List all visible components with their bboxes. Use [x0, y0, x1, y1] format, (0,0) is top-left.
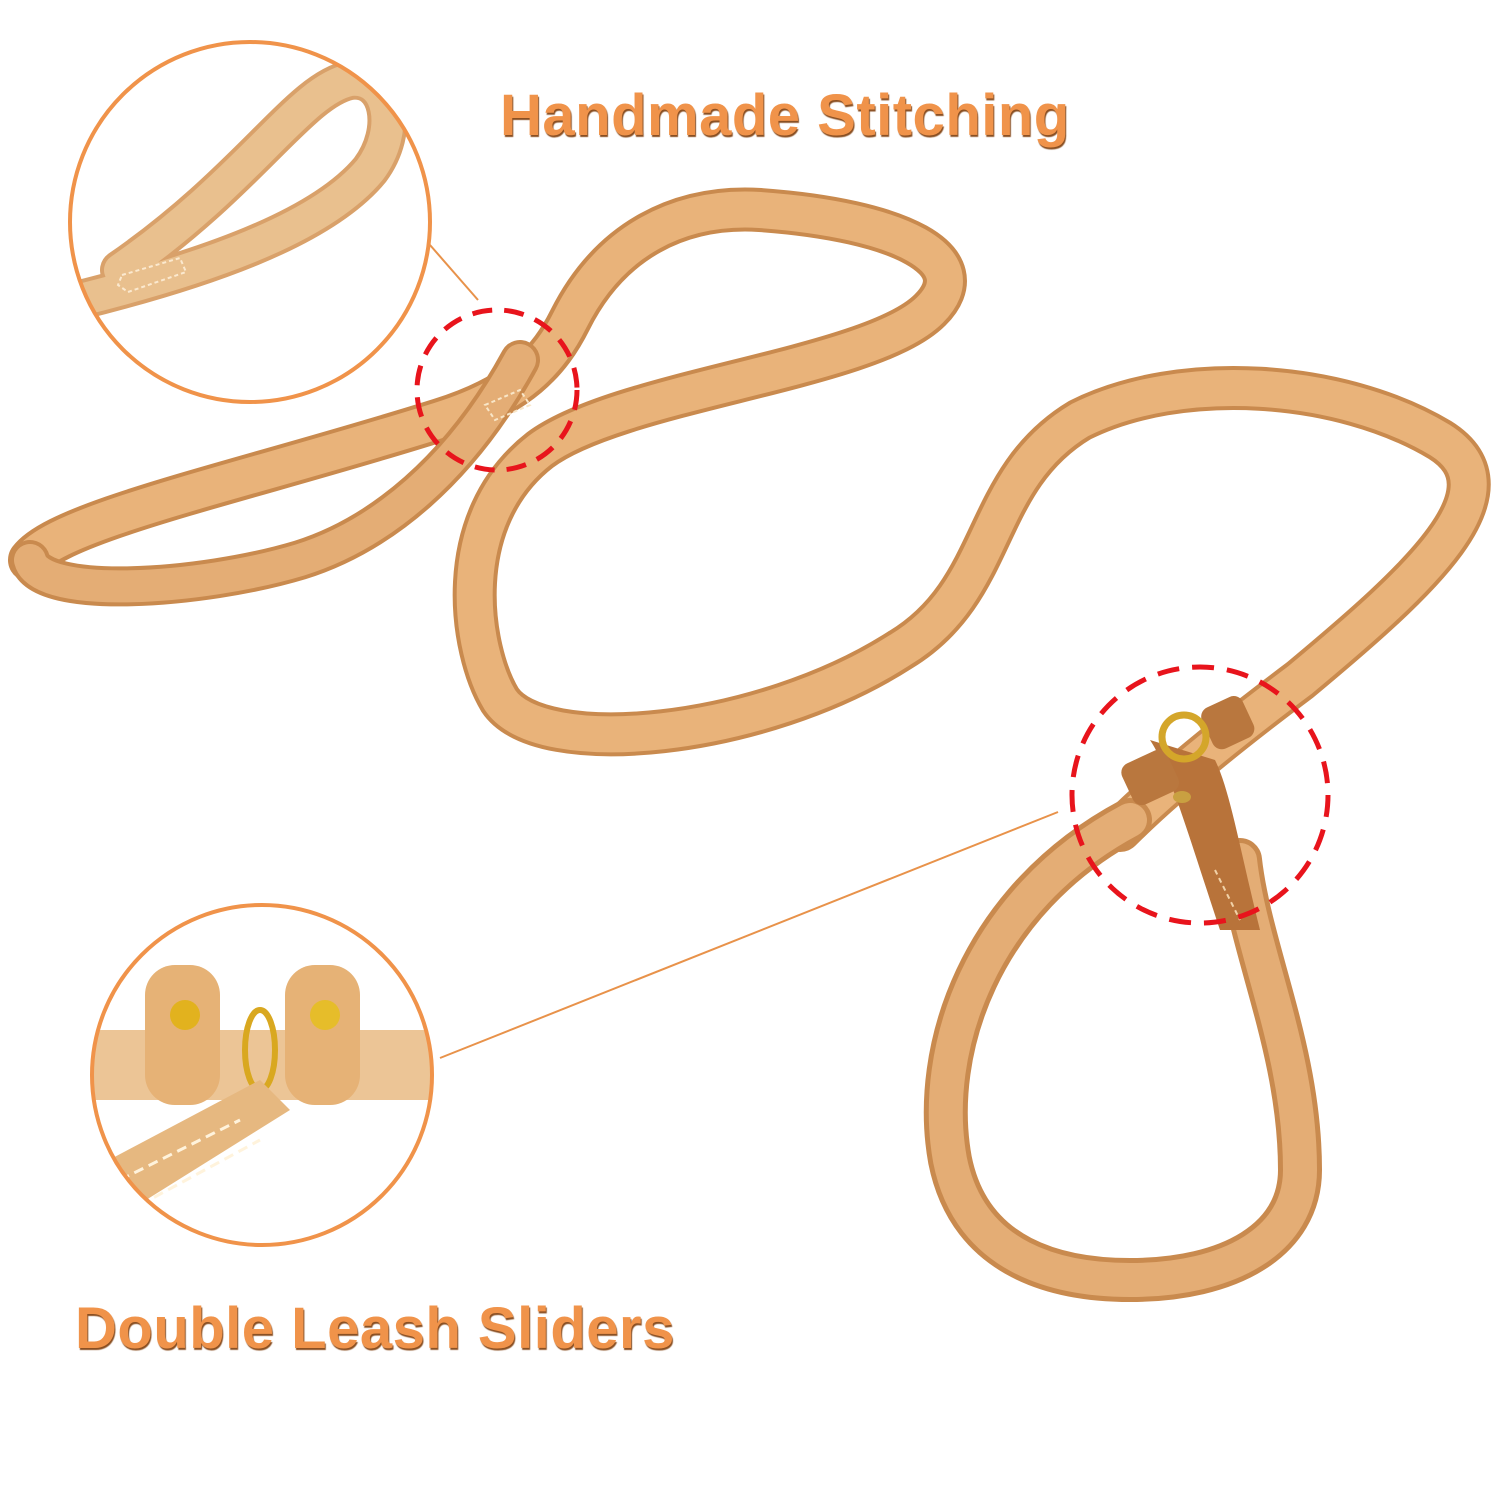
slider-hardware: [1121, 696, 1260, 930]
slider-connector-line: [439, 811, 1059, 1059]
stitching-connector-line: [429, 244, 479, 301]
slider-marker: [1069, 664, 1331, 926]
stitch-mark: [483, 388, 532, 422]
leash: [8, 187, 1491, 1302]
sliders-detail-callout: [90, 903, 434, 1247]
handmade-stitching-label: Handmade Stitching: [500, 83, 1070, 148]
stitching-detail-callout: [68, 40, 432, 404]
double-leash-sliders-label: Double Leash Sliders: [75, 1296, 675, 1361]
stitching-marker: [414, 307, 580, 473]
